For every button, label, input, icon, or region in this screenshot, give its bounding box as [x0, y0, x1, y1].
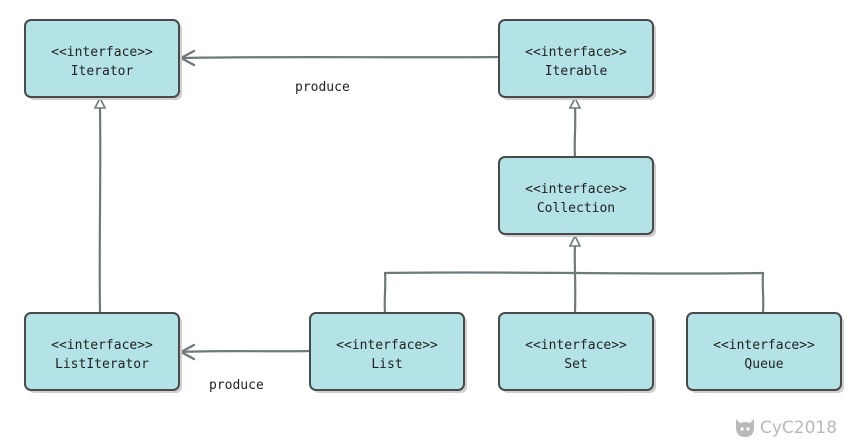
- edge-subinterfaces-extend-collection: [383, 234, 765, 314]
- watermark: CyC2018: [736, 418, 837, 438]
- node-name: Iterable: [545, 64, 608, 79]
- nodes: <<interface>> Iterator <<interface>> Ite…: [24, 19, 844, 393]
- watermark-text: CyC2018: [760, 418, 837, 438]
- node-name: Iterator: [71, 64, 134, 79]
- node-listiterator: <<interface>> ListIterator: [24, 312, 182, 393]
- node-name: ListIterator: [55, 357, 149, 372]
- edge-iterable-produce-iterator: produce: [179, 49, 500, 95]
- node-stereotype: <<interface>>: [525, 182, 627, 197]
- github-cat-icon: [736, 419, 754, 437]
- node-set: <<interface>> Set: [498, 312, 656, 393]
- node-stereotype: <<interface>>: [51, 45, 153, 60]
- node-stereotype: <<interface>>: [525, 45, 627, 60]
- node-stereotype: <<interface>>: [525, 338, 627, 353]
- node-list: <<interface>> List: [309, 312, 467, 393]
- node-name: Collection: [537, 201, 615, 216]
- node-iterable: <<interface>> Iterable: [498, 19, 656, 100]
- node-iterator: <<interface>> Iterator: [24, 19, 182, 100]
- node-queue: <<interface>> Queue: [686, 312, 844, 393]
- edge-collection-extends-iterable: [568, 96, 582, 159]
- node-stereotype: <<interface>>: [713, 338, 815, 353]
- node-name: Queue: [744, 357, 783, 372]
- node-stereotype: <<interface>>: [51, 338, 153, 353]
- edge-label-produce: produce: [209, 378, 264, 393]
- node-name: List: [371, 357, 402, 372]
- node-stereotype: <<interface>>: [336, 338, 438, 353]
- edge-label-produce: produce: [295, 80, 350, 95]
- edge-listiterator-extends-iterator: [93, 96, 107, 314]
- node-collection: <<interface>> Collection: [498, 156, 656, 237]
- node-name: Set: [564, 357, 587, 372]
- edge-list-produce-listiterator: produce: [179, 343, 311, 393]
